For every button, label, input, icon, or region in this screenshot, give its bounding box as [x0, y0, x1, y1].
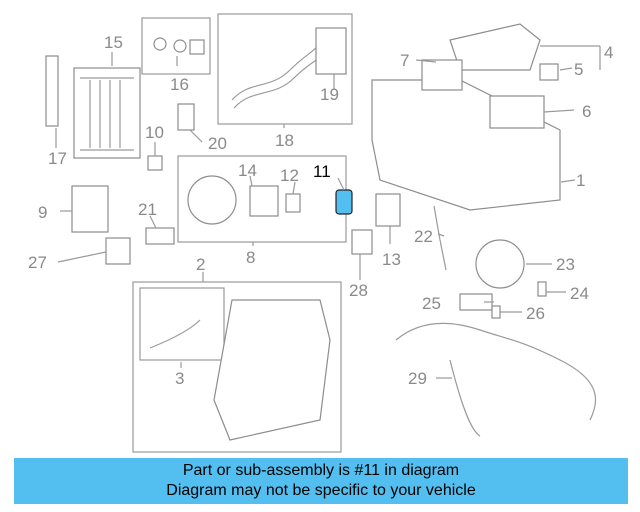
part-26-screw[interactable]: [491, 305, 501, 319]
part-7-plate[interactable]: [421, 59, 463, 91]
part-23-blower-motor[interactable]: [475, 239, 525, 289]
part-29-wiring-harness[interactable]: [395, 322, 597, 437]
part-22-drain-hose[interactable]: [433, 205, 447, 271]
callout-9: 9: [38, 203, 48, 222]
callout-18: 18: [275, 131, 294, 150]
callout-1: 1: [576, 171, 586, 190]
part-14-gasket[interactable]: [187, 175, 237, 225]
part-4-top-housing[interactable]: [449, 23, 541, 71]
callout-12: 12: [280, 166, 299, 185]
info-banner: Part or sub-assembly is #11 in diagram D…: [14, 458, 628, 504]
leader-lines: [55, 45, 601, 379]
callout-20: 20: [208, 134, 227, 153]
callout-13: 13: [382, 250, 401, 269]
callout-4: 4: [604, 43, 614, 62]
callout-14: 14: [238, 161, 257, 180]
callout-22: 22: [414, 227, 433, 246]
callout-2: 2: [196, 255, 206, 274]
part-16-clips[interactable]: [153, 37, 205, 55]
callout-19: 19: [320, 85, 339, 104]
part-10-sensor[interactable]: [147, 155, 163, 171]
banner-line-1: Part or sub-assembly is #11 in diagram: [182, 462, 460, 479]
callout-3: 3: [175, 369, 185, 388]
part-15-evaporator[interactable]: [73, 67, 141, 159]
part-14-block[interactable]: [249, 185, 279, 217]
callout-21: 21: [138, 200, 157, 219]
callout-5: 5: [574, 60, 584, 79]
part-21-link[interactable]: [145, 227, 175, 245]
part-3-rod[interactable]: [149, 319, 201, 349]
part-24-screw[interactable]: [537, 281, 547, 297]
part-27-actuator[interactable]: [105, 237, 131, 265]
group-box-16: [141, 17, 211, 75]
part-2-housing[interactable]: [213, 299, 331, 441]
part-13-seal[interactable]: [375, 193, 401, 227]
callout-10: 10: [145, 123, 164, 142]
part-9-filter[interactable]: [71, 185, 109, 233]
part-12-clip[interactable]: [285, 193, 301, 213]
callout-8: 8: [246, 248, 256, 267]
callout-16: 16: [170, 75, 189, 94]
part-11-expansion-valve[interactable]: [335, 189, 353, 215]
part-20-bracket[interactable]: [177, 103, 195, 131]
callout-24: 24: [570, 284, 589, 303]
callout-6: 6: [582, 102, 592, 121]
callout-15: 15: [104, 33, 123, 52]
part-5-motor[interactable]: [539, 63, 559, 81]
callout-27: 27: [28, 253, 47, 272]
callout-26: 26: [526, 304, 545, 323]
group-box-3: [139, 287, 225, 361]
part-28-connector[interactable]: [351, 229, 373, 255]
callout-25: 25: [422, 294, 441, 313]
callout-23: 23: [556, 255, 575, 274]
group-box-2: [132, 281, 342, 453]
callout-17: 17: [48, 149, 67, 168]
parts-diagram: 15 17 16 10 20 18 19 9 21 27 14 12 11 8 …: [28, 13, 614, 453]
banner-line-2: Diagram may not be specific to your vehi…: [166, 482, 476, 499]
part-6-cabin-filter[interactable]: [489, 95, 545, 129]
callout-29: 29: [408, 369, 427, 388]
part-17-seal[interactable]: [45, 55, 59, 127]
callout-7: 7: [400, 51, 410, 70]
part-18-pipes[interactable]: [231, 27, 347, 109]
callout-28: 28: [349, 281, 368, 300]
diagram-drawing: [45, 13, 601, 453]
callout-11-highlighted[interactable]: 11: [313, 162, 331, 181]
group-box-18: [217, 13, 353, 125]
